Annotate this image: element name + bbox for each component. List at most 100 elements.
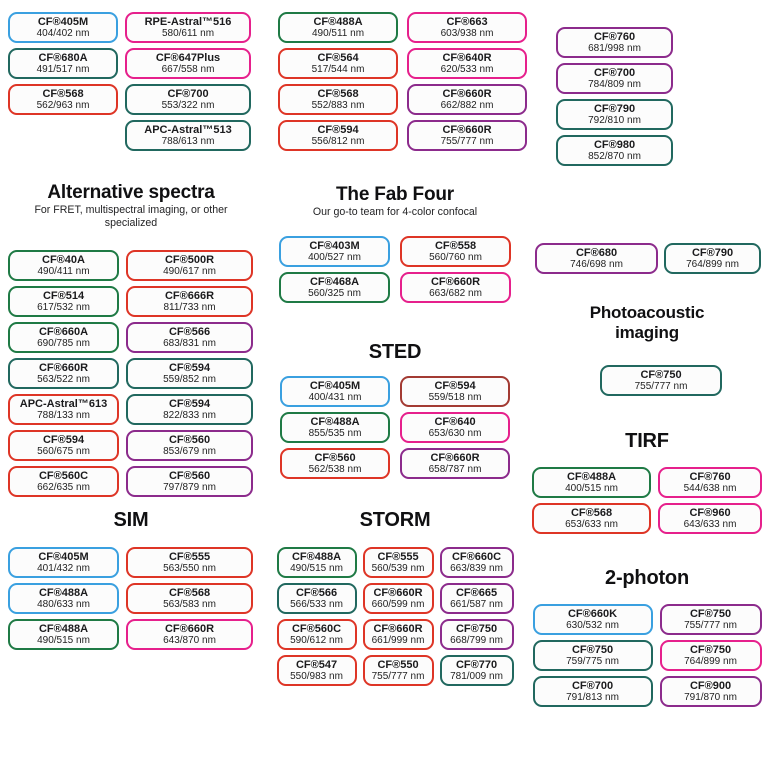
- dye-name: CF®405M: [37, 16, 89, 28]
- dye-ex-em: 490/515 nm: [290, 563, 343, 574]
- dye-name: CF®900: [689, 680, 732, 692]
- dye-name: CF®790: [593, 103, 636, 115]
- dye-ex-em: 550/983 nm: [290, 671, 343, 682]
- dye-name: CF®647Plus: [155, 52, 221, 64]
- dye-name: CF®555: [377, 551, 419, 563]
- dye-ex-em: 683/831 nm: [163, 338, 216, 349]
- dye-name: CF®680A: [38, 52, 88, 64]
- dye-ex-em: 797/879 nm: [163, 482, 216, 493]
- dye-name: CF®665: [455, 587, 498, 599]
- dye-name: CF®558: [434, 240, 477, 252]
- dye-name: CF®750: [455, 623, 498, 635]
- dye-ex-em: 792/810 nm: [588, 115, 641, 126]
- dye-ex-em: 566/533 nm: [290, 599, 343, 610]
- dye-name: CF®568: [317, 88, 359, 100]
- section-title: STED: [368, 341, 422, 363]
- dye-name: CF®594: [317, 124, 359, 136]
- dye-name: CF®770: [455, 659, 498, 671]
- dye-ex-em: 590/612 nm: [290, 635, 343, 646]
- dye-ex-em: 556/812 nm: [311, 136, 365, 147]
- dye-ex-em: 400/527 nm: [308, 252, 361, 263]
- dye-ex-em: 755/777 nm: [371, 671, 425, 682]
- dye-name: CF®750: [689, 608, 732, 620]
- dye-name: CF®500R: [164, 254, 215, 266]
- dye-ex-em: 553/322 nm: [161, 100, 215, 111]
- dye-ex-em: 690/785 nm: [37, 338, 90, 349]
- dye-name: CF®760: [593, 31, 636, 43]
- dye-name: CF®40A: [42, 254, 85, 266]
- dye-ex-em: 559/852 nm: [163, 374, 216, 385]
- dye-ex-em: 662/635 nm: [37, 482, 90, 493]
- dye-ex-em: 764/899 nm: [686, 259, 739, 270]
- dye-ex-em: 490/515 nm: [37, 635, 90, 646]
- section-alternative-spectra: Alternative spectra For FRET, multispect…: [8, 182, 254, 502]
- section-title: SIM: [113, 509, 149, 531]
- dye-name: CF®488A: [291, 551, 342, 563]
- dye-name: CF®405M: [38, 551, 89, 563]
- dye-ex-em: 791/813 nm: [566, 692, 619, 703]
- section-title: The Fab Four: [336, 184, 454, 205]
- section-subtitle: For FRET, multispectral imaging, or othe…: [34, 204, 228, 229]
- dye-name: CF®660R: [373, 587, 423, 599]
- dye-ex-em: 491/517 nm: [36, 64, 90, 75]
- dye-name: CF®760: [689, 471, 731, 483]
- dye-ex-em: 603/938 nm: [440, 28, 494, 39]
- dye-ex-em: 560/539 nm: [371, 563, 425, 574]
- dye-ex-em: 490/511 nm: [311, 28, 365, 39]
- dye-ex-em: 755/777 nm: [684, 620, 737, 631]
- dye-ex-em: 560/760 nm: [429, 252, 482, 263]
- dye-ex-em: 517/544 nm: [311, 64, 365, 75]
- dye-ex-em: 663/682 nm: [429, 288, 482, 299]
- dye-ex-em: 661/587 nm: [450, 599, 503, 610]
- dye-name: CF®488A: [566, 471, 617, 483]
- dye-ex-em: 490/617 nm: [163, 266, 216, 277]
- dye-name: CF®660R: [442, 88, 492, 100]
- dye-name: CF®488A: [38, 587, 89, 599]
- dye-ex-em: 544/638 nm: [683, 483, 737, 494]
- dye-name: CF®550: [377, 659, 419, 671]
- dye-ex-em: 563/550 nm: [163, 563, 216, 574]
- dye-ex-em: 660/599 nm: [371, 599, 425, 610]
